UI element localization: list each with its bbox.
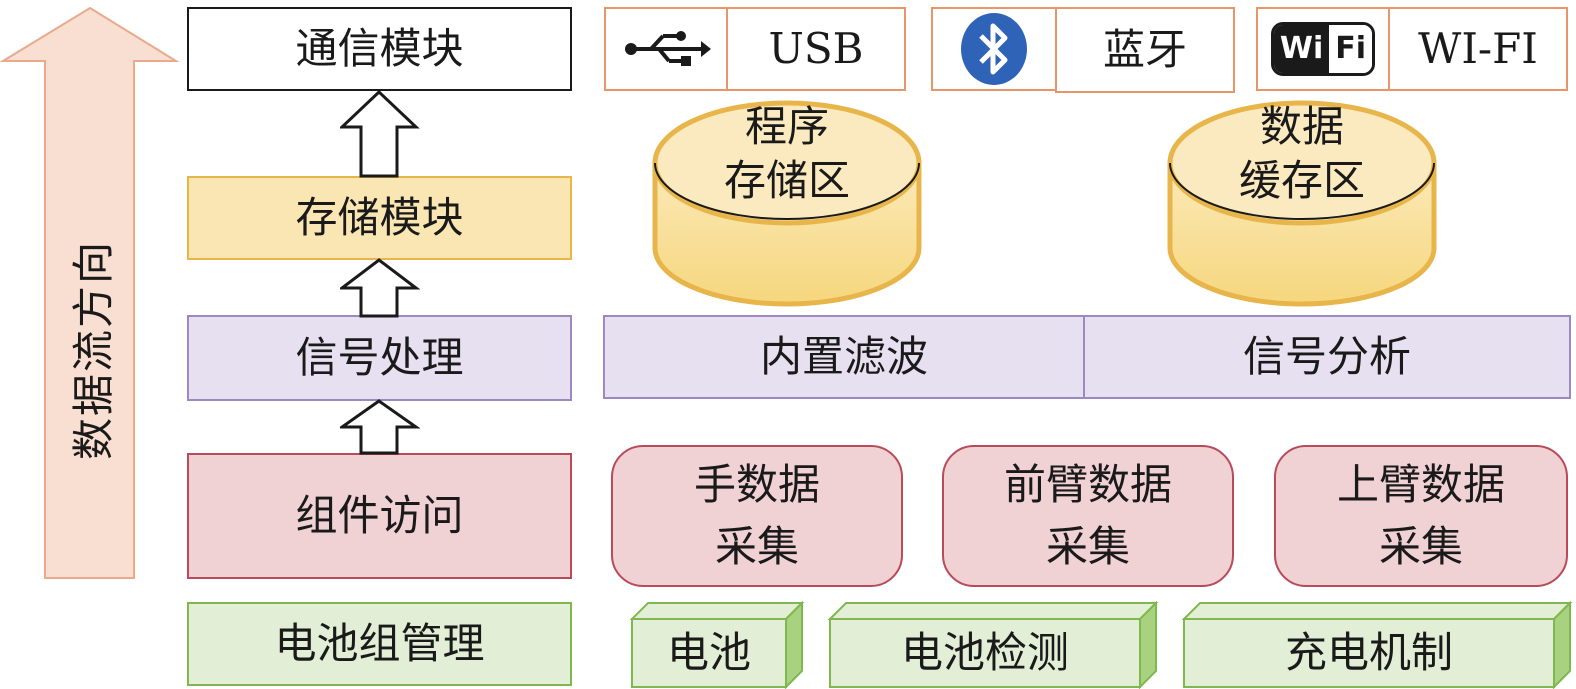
program-storage-cylinder xyxy=(652,100,922,307)
data-cache-line1: 数据 xyxy=(1259,102,1344,151)
component-access-label: 组件访问 xyxy=(295,490,464,540)
program-storage-label: 程序 存储区 xyxy=(650,100,924,208)
program-storage-line1: 程序 xyxy=(744,102,829,151)
usb-label-cell: USB xyxy=(726,7,906,91)
wifi-icon-cell: Wi Fi xyxy=(1256,7,1390,91)
data-cache-label: 数据 缓存区 xyxy=(1165,100,1439,208)
signal-analysis-label: 信号分析 xyxy=(1242,331,1411,381)
usb-icon xyxy=(625,31,711,66)
usb-icon-cell xyxy=(604,7,728,91)
signal-processing-module: 信号处理 xyxy=(187,315,572,401)
data-flow-direction-label: 数据流方向 xyxy=(68,240,118,461)
bluetooth-icon xyxy=(961,13,1027,85)
upper-arm-data-line1: 上臂数据 xyxy=(1336,460,1505,509)
battery-management-module: 电池组管理 xyxy=(187,602,572,686)
up-arrow-icon xyxy=(0,6,180,579)
bluetooth-label-cell: 蓝牙 xyxy=(1055,7,1235,93)
charging-mechanism-label: 充电机制 xyxy=(1284,627,1453,677)
usb-label: USB xyxy=(768,23,864,73)
data-flow-direction-arrow xyxy=(0,6,180,581)
battery-box-3d xyxy=(629,601,805,689)
battery-detection-label-cell: 电池检测 xyxy=(830,619,1140,687)
storage-module-label: 存储模块 xyxy=(295,192,464,242)
up-arrow-icon xyxy=(340,258,420,318)
hand-data-acquisition: 手数据 采集 xyxy=(611,445,903,587)
builtin-filter-label: 内置滤波 xyxy=(759,331,928,381)
forearm-data-line2: 采集 xyxy=(1045,522,1130,571)
program-storage-line2: 存储区 xyxy=(723,156,850,205)
charging-mechanism-label-cell: 充电机制 xyxy=(1184,619,1554,687)
up-arrow-icon xyxy=(340,399,420,455)
wifi-label: WI-FI xyxy=(1418,23,1538,73)
signal-processing-label: 信号处理 xyxy=(295,332,464,382)
communication-module-label: 通信模块 xyxy=(295,23,464,73)
builtin-filter: 内置滤波 xyxy=(603,315,1085,399)
data-cache-line2: 缓存区 xyxy=(1238,156,1365,205)
forearm-data-line1: 前臂数据 xyxy=(1003,460,1172,509)
battery-label-cell: 电池 xyxy=(632,619,786,687)
bluetooth-icon-cell xyxy=(931,7,1057,91)
battery-detection-box-3d xyxy=(827,601,1159,689)
battery-label: 电池 xyxy=(666,627,751,677)
up-arrow-icon xyxy=(340,90,420,178)
hand-data-line1: 手数据 xyxy=(693,460,820,509)
battery-management-label: 电池组管理 xyxy=(274,618,485,668)
wifi-icon: Wi Fi xyxy=(1270,22,1376,76)
component-access-module: 组件访问 xyxy=(187,453,572,579)
data-cache-cylinder xyxy=(1167,100,1437,307)
charging-mechanism-box-3d xyxy=(1181,601,1573,689)
hand-data-line2: 采集 xyxy=(714,522,799,571)
storage-module: 存储模块 xyxy=(187,176,572,260)
communication-module: 通信模块 xyxy=(187,7,572,91)
upper-arm-data-acquisition: 上臂数据 采集 xyxy=(1274,445,1568,587)
signal-analysis: 信号分析 xyxy=(1083,315,1571,399)
forearm-data-acquisition: 前臂数据 采集 xyxy=(942,445,1234,587)
wifi-label-cell: WI-FI xyxy=(1388,7,1568,91)
bluetooth-label: 蓝牙 xyxy=(1102,24,1187,74)
battery-detection-label: 电池检测 xyxy=(900,627,1069,677)
upper-arm-data-line2: 采集 xyxy=(1378,522,1463,571)
